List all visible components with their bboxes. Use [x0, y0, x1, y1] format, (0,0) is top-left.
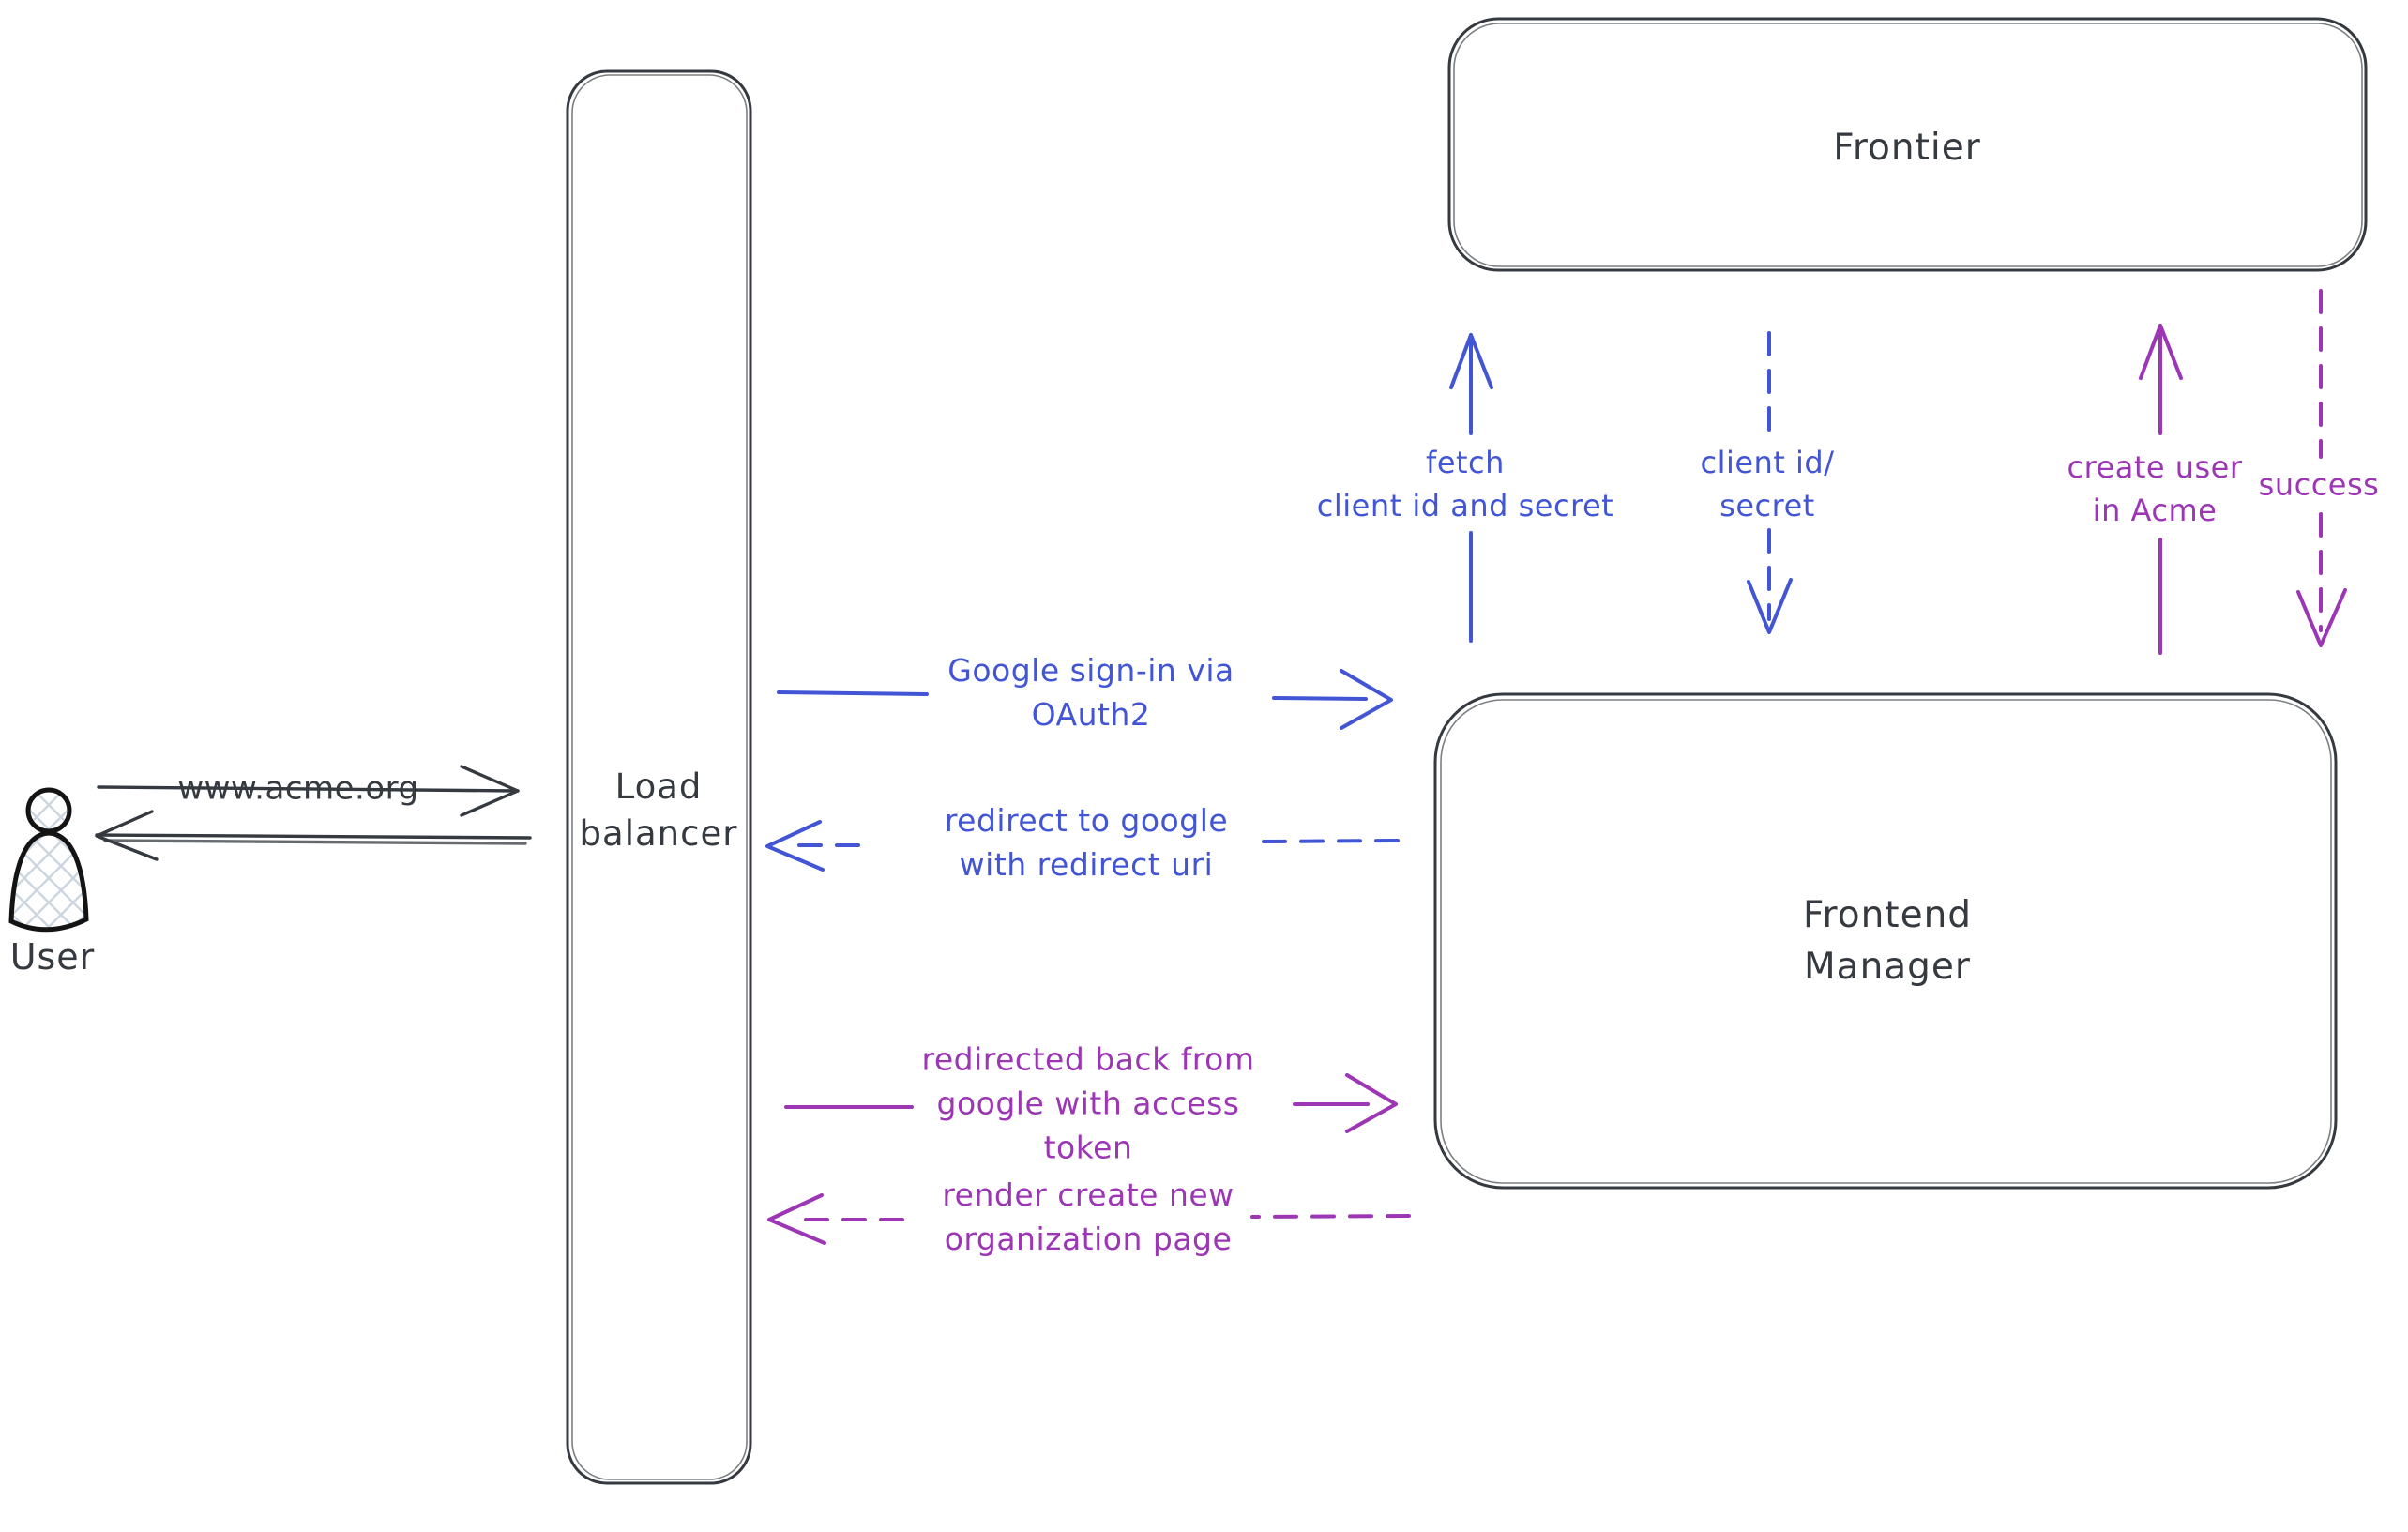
google-signin-label: Google sign-in via OAuth2 [947, 648, 1234, 736]
arrow-render-org-page [767, 1193, 1411, 1245]
render-org-page-label-line1: render create new [942, 1176, 1234, 1213]
arrow-acme-response [95, 810, 532, 861]
redirected-back-label-line2: google with access [936, 1085, 1240, 1122]
success-label: success [2258, 466, 2380, 503]
frontier-label: Frontier [1833, 127, 1981, 169]
arrow-fetch-client [1449, 333, 1493, 643]
redirect-google-label: redirect to google with redirect uri [945, 798, 1228, 887]
arrow-redirected-back [784, 1073, 1398, 1133]
arrow-success [2296, 289, 2347, 647]
create-user-label-line1: create user [2067, 449, 2243, 485]
acme-request-label: www.acme.org [177, 769, 419, 808]
arrow-client-id-secret [1747, 331, 1793, 634]
arrow-redirect-google [765, 820, 1400, 872]
create-user-label-line2: in Acme [2092, 493, 2218, 528]
redirect-google-label-line2: with redirect uri [959, 846, 1214, 883]
load-balancer-label-line1: Load [614, 766, 703, 807]
client-id-secret-label-line2: secret [1719, 488, 1815, 523]
load-balancer-label-line2: balancer [579, 813, 738, 854]
client-id-secret-label: client id/ secret [1700, 441, 1834, 527]
user-actor-icon [8, 787, 89, 933]
frontend-manager-box [1433, 692, 2338, 1190]
render-org-page-label-line2: organization page [944, 1221, 1233, 1257]
arrow-google-signin [777, 669, 1393, 730]
fetch-client-label: fetch client id and secret [1317, 441, 1613, 527]
redirect-google-label-line1: redirect to google [944, 802, 1229, 839]
user-label: User [9, 936, 96, 978]
frontier-box [1447, 17, 2368, 272]
render-org-page-label: render create new organization page [942, 1173, 1234, 1261]
google-signin-label-line1: Google sign-in via [947, 652, 1234, 689]
load-balancer-label: Load balancer [580, 764, 738, 857]
redirected-back-label-line1: redirected back from [921, 1040, 1255, 1078]
client-id-secret-label-line1: client id/ [1700, 445, 1835, 480]
fetch-client-label-line2: client id and secret [1316, 488, 1614, 523]
fetch-client-label-line1: fetch [1426, 445, 1505, 480]
create-user-label: create user in Acme [2067, 446, 2242, 532]
frontend-manager-label: Frontend Manager [1803, 889, 1972, 993]
frontend-manager-label-line1: Frontend [1802, 894, 1973, 936]
arrow-create-user [2139, 324, 2183, 655]
google-signin-label-line2: OAuth2 [1031, 696, 1151, 733]
redirected-back-label-line3: token [1043, 1129, 1133, 1166]
load-balancer-box [566, 69, 752, 1485]
arrow-acme-request [97, 765, 520, 817]
redirected-back-label: redirected back from google with access … [922, 1038, 1255, 1170]
frontend-manager-label-line2: Manager [1804, 946, 1971, 988]
